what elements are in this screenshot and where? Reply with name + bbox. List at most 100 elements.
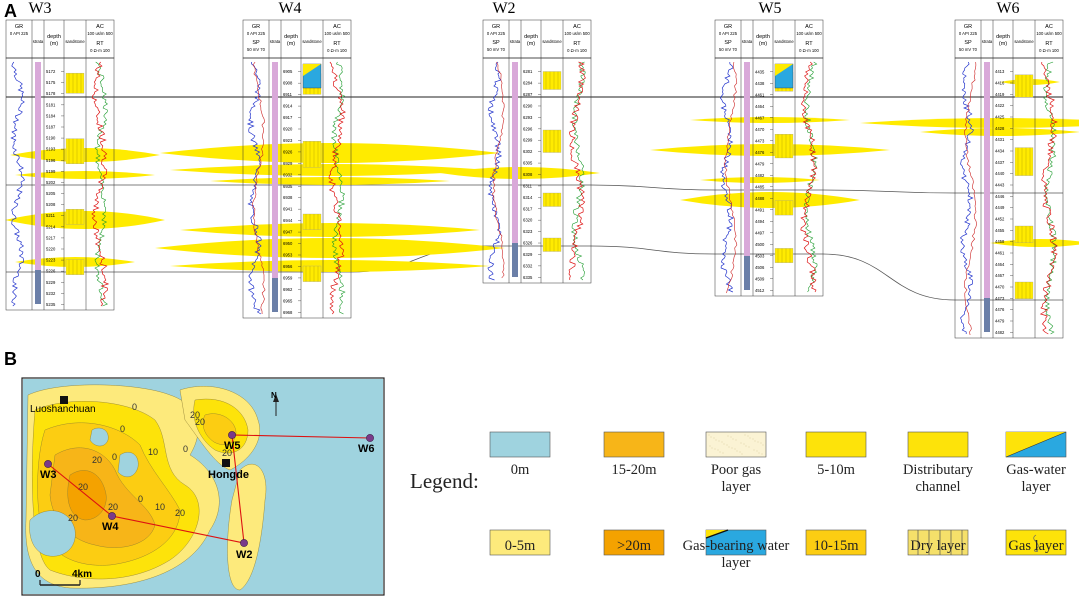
sandstone-bed (302, 213, 322, 230)
gr-range: 0 API 225 (487, 31, 506, 36)
sand-body (440, 167, 600, 179)
legend-label: layer (722, 555, 751, 571)
depth-label: 4512 (755, 288, 765, 293)
depth-label: 4497 (755, 230, 765, 235)
depth-label: 5196 (46, 158, 56, 163)
depth-label: 6956 (283, 264, 293, 269)
depth-label: 6929 (283, 161, 293, 166)
gr-curve (246, 61, 262, 315)
legend-swatch-dot (715, 439, 717, 441)
rt-curve (1039, 61, 1058, 335)
town-luoshanchuan: Luoshanchuan (30, 404, 96, 415)
depth-label: 4479 (995, 319, 1005, 324)
depth-label: 5178 (46, 91, 56, 96)
depth-label: 4434 (995, 149, 1005, 154)
legend-swatch-dot (748, 446, 750, 448)
sand-body (180, 223, 480, 237)
depth-label: 4503 (755, 253, 765, 258)
sand-body (700, 177, 820, 183)
legend-swatch-dot (762, 444, 764, 446)
depth-label: 4425 (995, 115, 1005, 120)
depth-label: 5232 (46, 291, 56, 296)
panel-b-letter: B (4, 349, 17, 369)
depth-label: 4461 (755, 92, 765, 97)
depth-label: 4413 (995, 69, 1005, 74)
gr-range: 0 API 225 (959, 31, 978, 36)
legend-swatch-dot (726, 444, 728, 446)
depth-label: 6335 (523, 275, 533, 280)
depth-label: 6323 (523, 229, 533, 234)
gr-header: GR (15, 24, 23, 30)
legend-item-m0_5: 0-5m (489, 529, 551, 556)
depth-label: 4470 (755, 127, 765, 132)
legend-swatch-dot (734, 448, 736, 450)
sp-curve (723, 61, 738, 294)
sp-range: 50 mV 70 (959, 47, 978, 52)
contour-label: 10 (148, 447, 158, 457)
contour-label: 20 (92, 455, 102, 465)
ac-header: AC (1045, 24, 1053, 30)
legend-label: Poor gas (711, 462, 762, 478)
sp-curve (492, 61, 505, 279)
north-label: N (271, 391, 277, 400)
map-well-marker (108, 512, 116, 520)
gr-header: GR (252, 24, 260, 30)
legend-swatch-dot (753, 449, 755, 451)
north-arrow: N (271, 391, 279, 416)
strata-bar-lower (35, 270, 41, 304)
depth-label: 6932 (283, 172, 293, 177)
legend-swatch-dot (740, 442, 742, 444)
legend-label: Dry layer (910, 538, 965, 554)
depth-label: 6941 (283, 207, 293, 212)
depth-label: 4431 (995, 137, 1005, 142)
legend-label: 15-20m (611, 462, 657, 478)
depth-header: depth (996, 34, 1010, 40)
map-well-label: W4 (102, 521, 119, 533)
depth-unit: (m) (527, 41, 535, 47)
rt-header: RT (1045, 41, 1053, 47)
legend-swatch-dot (745, 445, 747, 447)
legend-swatch (489, 529, 551, 556)
sandstone-bed (65, 209, 85, 225)
depth-label: 4479 (755, 161, 765, 166)
legend-label: Distributary (903, 462, 974, 478)
legend-item-m0: 0m (489, 431, 551, 478)
legend-label: layer (1022, 479, 1051, 495)
legend-swatch-dot (722, 452, 724, 454)
ac-range: 100 us/m 500 (87, 31, 113, 36)
rt-curve (91, 61, 110, 307)
legend-swatch-dot (730, 436, 732, 438)
depth-label: 5211 (46, 213, 56, 218)
rt-range: 0 Ω·m 100 (567, 48, 587, 53)
gr-range: 0 API 225 (10, 31, 29, 36)
depth-label: 6947 (283, 230, 293, 235)
marker-line (6, 184, 1063, 194)
depth-label: 6329 (523, 252, 533, 257)
legend-swatch-dot (739, 451, 741, 453)
sand-body (680, 192, 860, 208)
thickness-zone (227, 464, 267, 591)
sandstone-bed (1014, 281, 1034, 299)
legend-swatch-dot (732, 438, 734, 440)
ac-curve (94, 61, 108, 307)
legend-label: 0m (511, 462, 530, 478)
sandstone-bed (302, 265, 322, 282)
legend-swatch (805, 529, 867, 556)
contour-label: 0 (138, 494, 143, 504)
depth-label: 6314 (523, 195, 533, 200)
legend-item-m5: 5-10m (805, 431, 867, 478)
sandstone-bed (1014, 225, 1034, 243)
depth-header: depth (524, 34, 538, 40)
rt-header: RT (96, 41, 104, 47)
depth-label: 6332 (523, 263, 533, 268)
contour-label: 0 (132, 402, 137, 412)
sand-body (650, 144, 890, 156)
depth-label: 6923 (283, 138, 293, 143)
legend-swatch-dot (756, 450, 758, 452)
sandstone-header: sandstone (542, 39, 562, 44)
contour-label: 20 (78, 482, 88, 492)
ac-range: 100 us/m 500 (564, 31, 590, 36)
